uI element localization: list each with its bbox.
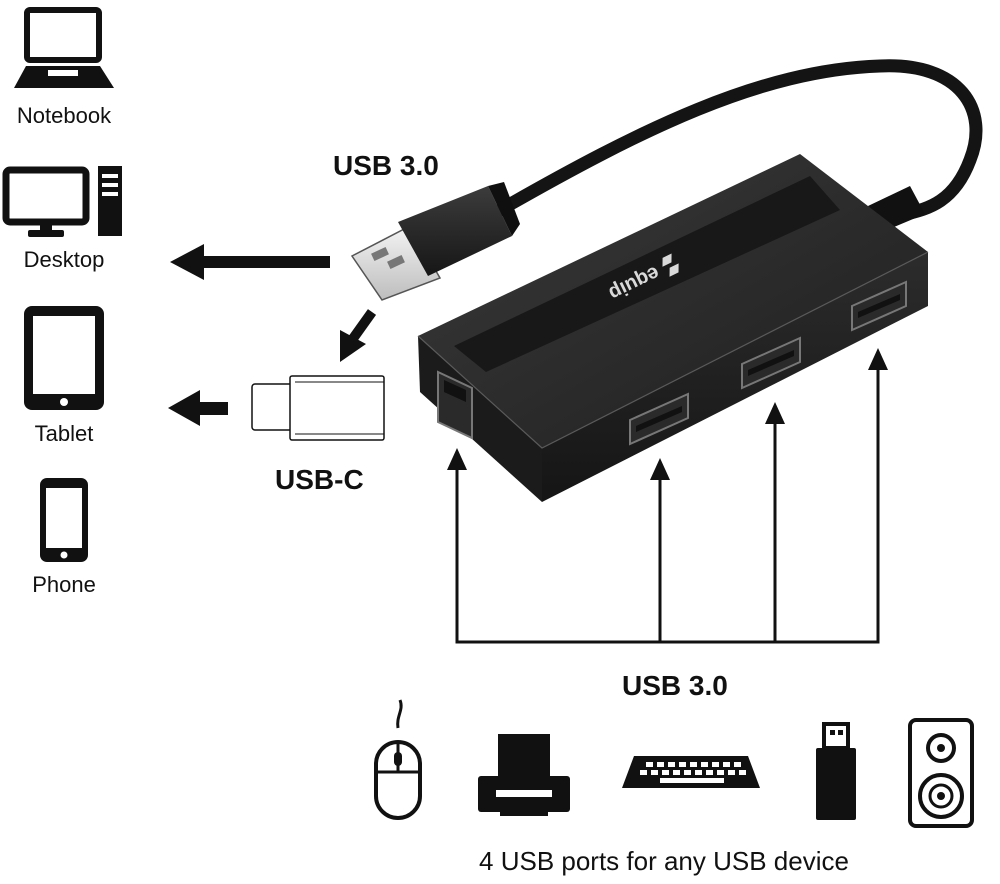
hub-port-1 xyxy=(437,370,473,440)
tablet-icon xyxy=(24,306,104,410)
notebook-icon xyxy=(14,7,114,88)
mouse-icon xyxy=(374,699,422,820)
port-arrow-heads xyxy=(447,348,888,480)
caption: 4 USB ports for any USB device xyxy=(479,846,849,876)
desktop-label: Desktop xyxy=(23,247,105,272)
desktop-icon xyxy=(2,166,122,237)
port-arrows xyxy=(455,366,880,644)
arrow-usb-a-to-usb-c xyxy=(340,309,377,362)
keyboard-icon xyxy=(622,756,760,788)
arrow-to-tablet xyxy=(168,390,228,426)
usb-c-label: USB-C xyxy=(275,464,364,495)
usb-stick-icon xyxy=(816,722,856,820)
phone-icon xyxy=(40,478,88,562)
usb-c-adapter xyxy=(251,375,385,441)
arrow-to-desktop xyxy=(170,244,330,280)
usb-hub: equip xyxy=(417,154,929,502)
speaker-icon xyxy=(908,718,974,828)
tablet-label: Tablet xyxy=(34,421,94,446)
notebook-label: Notebook xyxy=(16,103,112,128)
hub-port-2 xyxy=(629,392,689,446)
hub-ports-label: USB 3.0 xyxy=(622,670,728,701)
usb-a-plug xyxy=(350,182,520,301)
hub-port-3 xyxy=(741,336,801,390)
hub-port-4 xyxy=(851,280,907,332)
printer-icon xyxy=(478,734,570,816)
usb-a-label: USB 3.0 xyxy=(333,150,439,181)
phone-label: Phone xyxy=(32,572,96,597)
